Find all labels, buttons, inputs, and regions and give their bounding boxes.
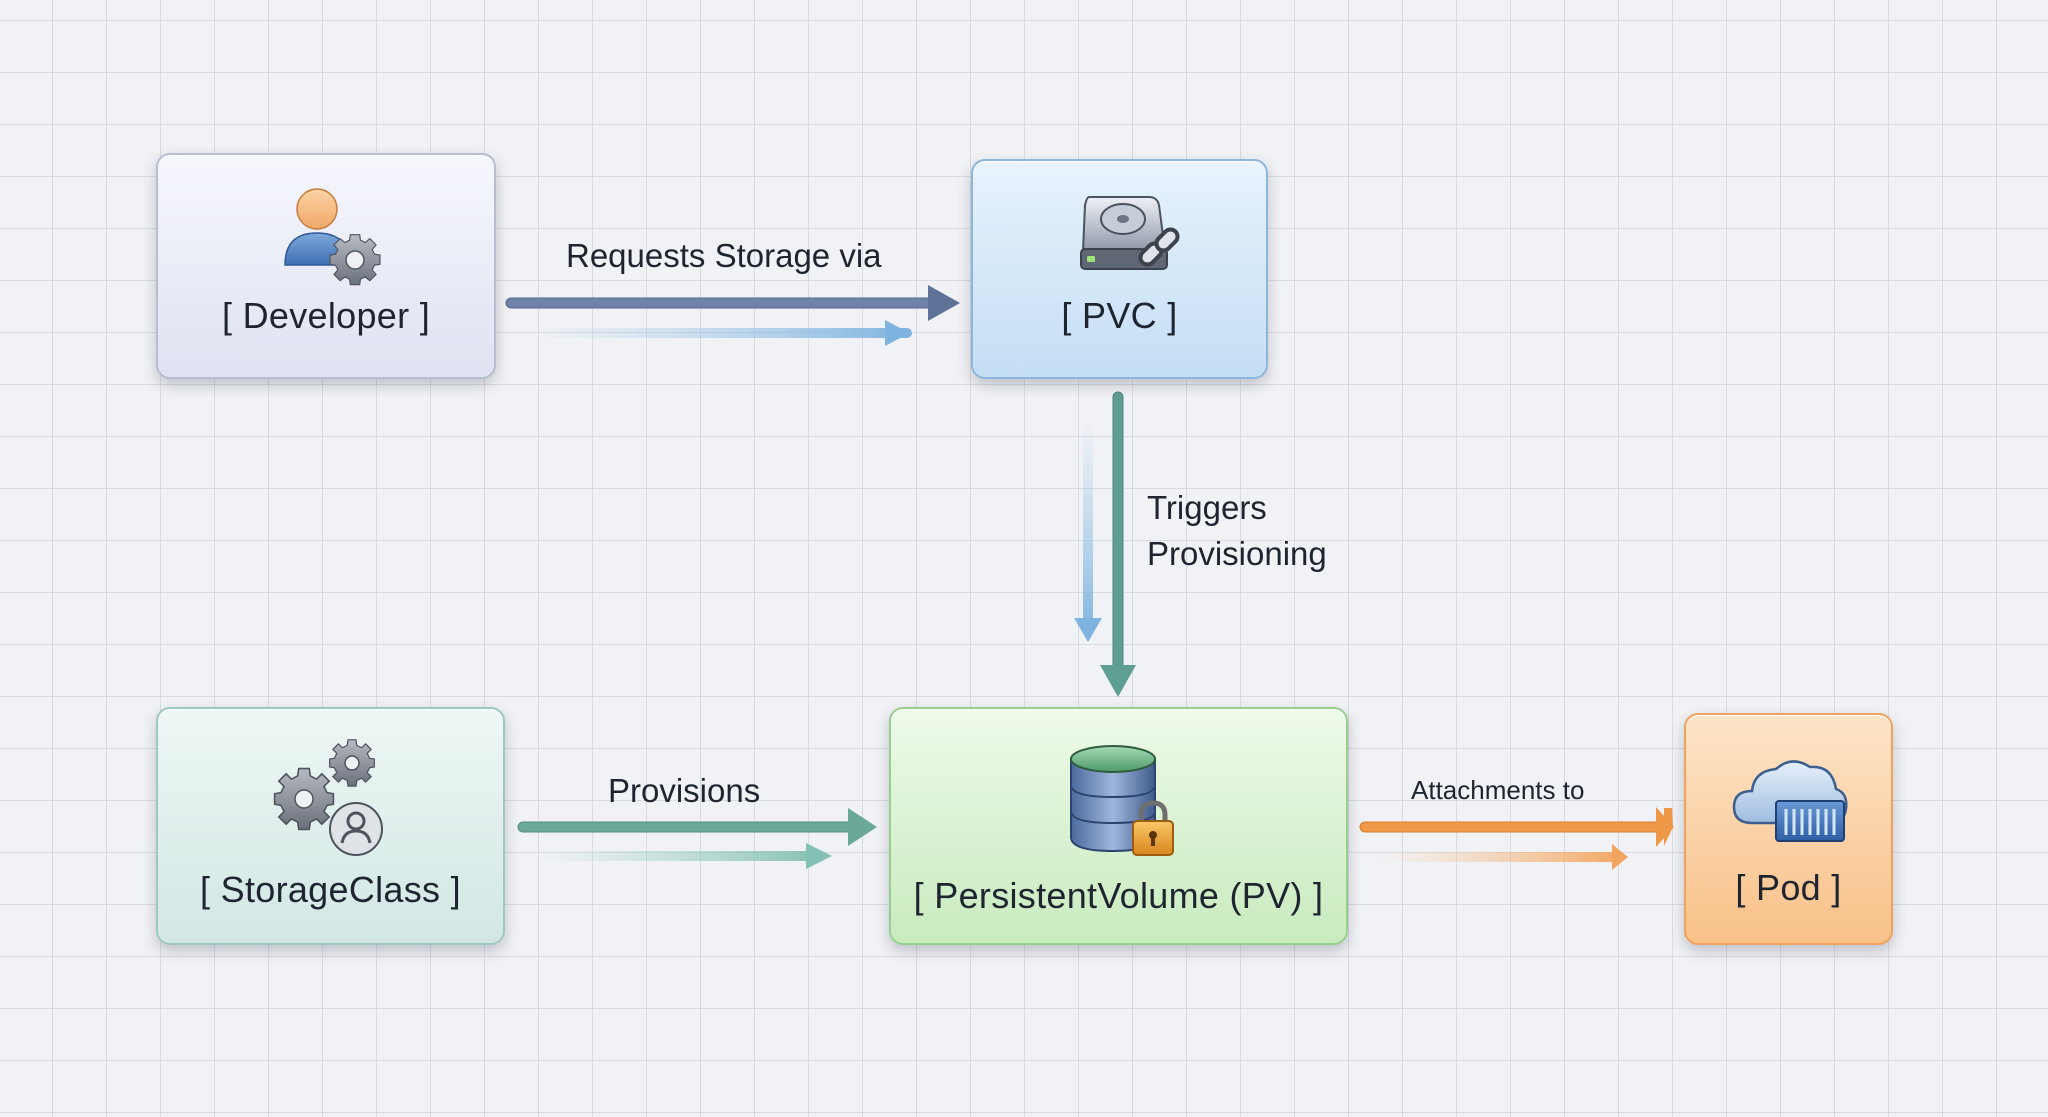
node-label: [ PersistentVolume (PV) ] xyxy=(913,875,1324,916)
node-storageclass[interactable]: [ StorageClass ] xyxy=(156,707,505,945)
node-pvc[interactable]: [ PVC ] xyxy=(971,159,1268,379)
edge-label-provisions: Provisions xyxy=(608,772,761,809)
arrow-provisions xyxy=(517,808,877,869)
edge-label-attach: Attachments to xyxy=(1411,775,1585,805)
node-developer[interactable]: [ Developer ] xyxy=(156,153,496,379)
node-label: [ Pod ] xyxy=(1735,867,1842,908)
arrow-triggers xyxy=(1074,391,1136,697)
disk-link-icon xyxy=(1080,196,1180,270)
node-pod[interactable]: [ Pod ] xyxy=(1684,713,1893,945)
cloud-container-icon xyxy=(1732,760,1848,842)
user-gear-icon xyxy=(284,188,381,286)
node-label: [ Developer ] xyxy=(222,295,430,336)
gears-user-icon xyxy=(273,739,383,856)
edge-label-triggers: Triggers Provisioning xyxy=(1147,489,1327,572)
node-label: [ PVC ] xyxy=(1061,295,1178,336)
database-lock-icon xyxy=(1070,745,1174,856)
arrow-attach xyxy=(1359,807,1674,870)
arrow-requests xyxy=(505,285,960,346)
node-persistentvolume[interactable]: [ PersistentVolume (PV) ] xyxy=(889,707,1348,945)
node-label: [ StorageClass ] xyxy=(200,869,461,910)
edge-label-requests: Requests Storage via xyxy=(566,237,882,274)
